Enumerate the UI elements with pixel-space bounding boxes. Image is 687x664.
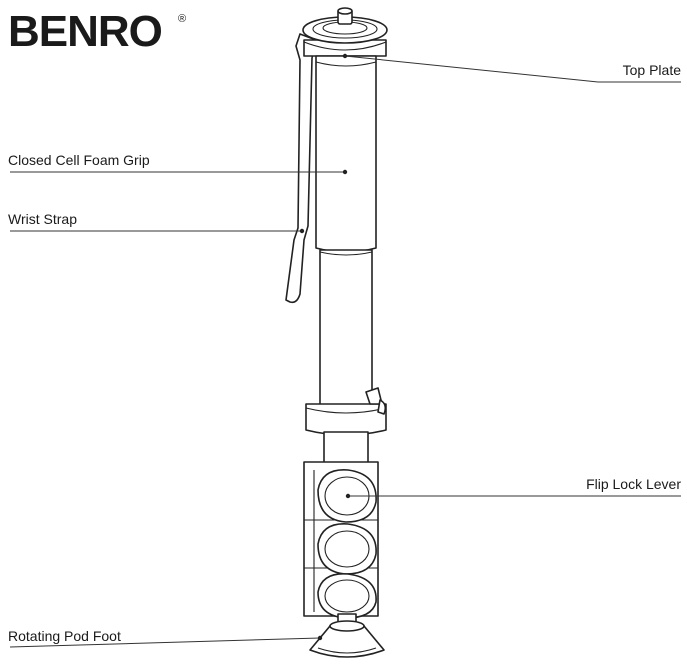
label-flip-lock: Flip Lock Lever	[586, 476, 681, 492]
brand-logo: BENRO ®	[8, 7, 186, 56]
label-wrist-strap: Wrist Strap	[8, 211, 77, 227]
label-top-plate: Top Plate	[623, 62, 682, 78]
callout-labels: Top Plate Closed Cell Foam Grip Wrist St…	[8, 62, 681, 644]
twist-collar	[305, 387, 387, 436]
registered-mark: ®	[178, 13, 186, 25]
label-pod-foot: Rotating Pod Foot	[8, 628, 121, 644]
brand-name: BENRO	[8, 7, 162, 56]
flip-lock-lever-bottom	[317, 573, 377, 619]
callout-leaders	[9, 53, 681, 648]
leg-section-middle	[323, 431, 369, 467]
pod-foot	[309, 620, 385, 658]
top-plate	[302, 7, 388, 57]
foam-grip	[315, 55, 377, 253]
leg-section-upper	[319, 249, 373, 409]
monopod-illustration	[285, 7, 388, 658]
flip-lock-lever-middle	[317, 523, 377, 575]
label-foam-grip: Closed Cell Foam Grip	[8, 152, 150, 168]
leader-pod-foot	[9, 637, 321, 648]
leader-top-plate	[344, 55, 681, 83]
wrist-strap	[285, 33, 317, 304]
